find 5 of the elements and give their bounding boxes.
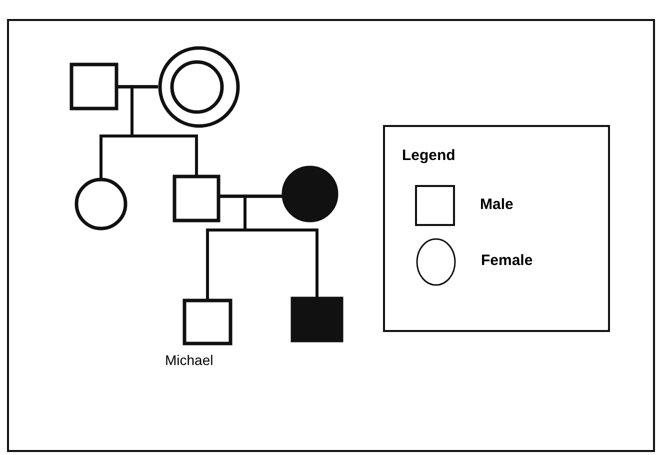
person-name: Michael — [165, 352, 214, 368]
legend-label: Male — [480, 196, 514, 212]
legend-label: Female — [481, 252, 533, 269]
pedigree-line — [244, 194, 318, 297]
legend-title: Legend — [402, 147, 456, 164]
